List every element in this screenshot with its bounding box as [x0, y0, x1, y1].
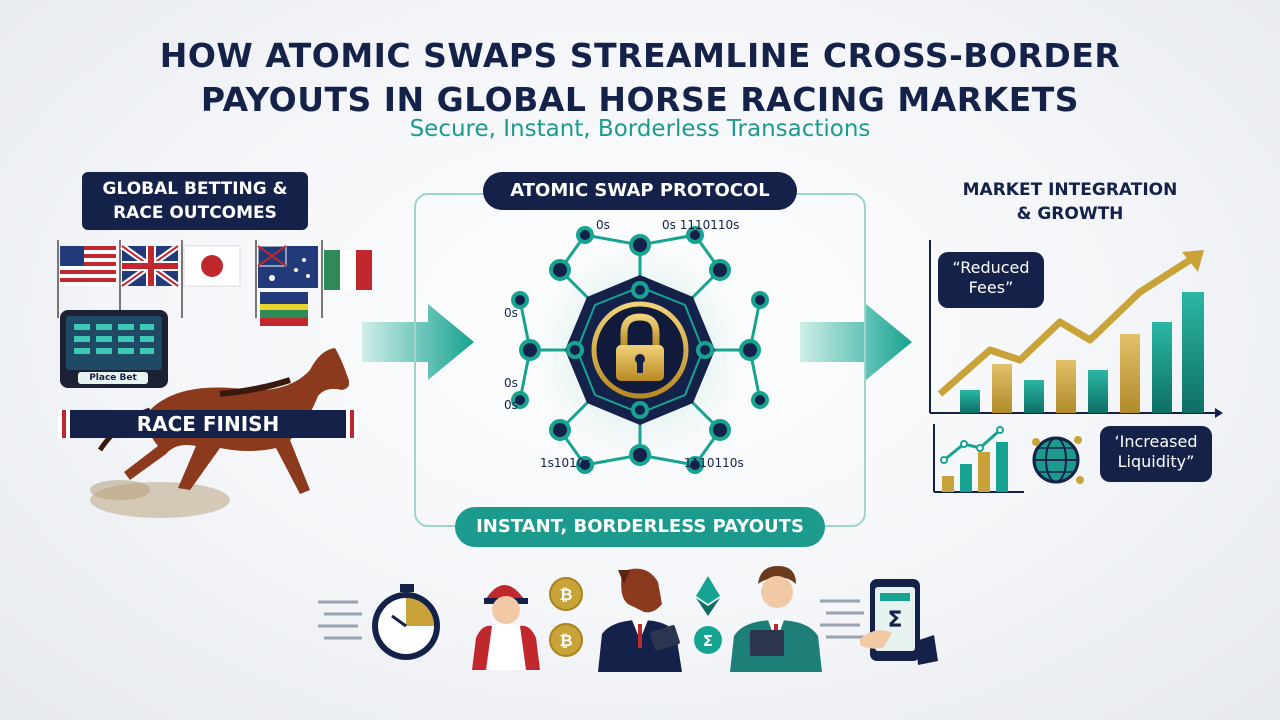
bubble1-line-2: Fees” [968, 278, 1014, 297]
payouts-footer-pill: INSTANT, BORDERLESS PAYOUTS [455, 507, 825, 547]
svg-text:Σ: Σ [703, 632, 713, 650]
svg-text:Σ: Σ [887, 608, 902, 633]
left-section-title: GLOBAL BETTING & RACE OUTCOMES [82, 172, 308, 230]
market-section-title: MARKET INTEGRATION & GROWTH [930, 178, 1210, 226]
stopwatch-icon [318, 584, 440, 660]
binary-label-6: 0s [504, 376, 518, 390]
bubble2-line-1: ‘Increased [1114, 432, 1198, 451]
bitcoin-icon: ₿ ₿ [549, 577, 583, 657]
australia-flag [255, 240, 318, 318]
horse-businessman-icon [598, 568, 682, 672]
japan-flag [181, 240, 241, 318]
title-line-2: PAYOUTS IN GLOBAL HORSE RACING MARKETS [200, 80, 1080, 119]
arrow-center-to-right [800, 304, 912, 380]
increased-liquidity-bubble: ‘Increased Liquidity” [1100, 426, 1212, 482]
flag-6 [260, 292, 308, 326]
growth-chart-small [933, 424, 1024, 493]
italy-flag [321, 240, 372, 318]
reduced-fees-bubble: “Reduced Fees” [938, 252, 1044, 308]
smartphone-payment-icon: Σ [820, 579, 938, 665]
svg-text:₿: ₿ [559, 585, 572, 604]
market-title-line-1: MARKET INTEGRATION [962, 180, 1178, 200]
svg-text:₿: ₿ [559, 631, 572, 650]
protocol-title: ATOMIC SWAP PROTOCOL [483, 172, 797, 210]
arrow-left-to-center [362, 304, 474, 380]
binary-label-1: 0s [596, 218, 610, 232]
padlock-icon [591, 301, 689, 399]
bubble1-line-1: “Reduced [952, 258, 1030, 277]
title-line-1: HOW ATOMIC SWAPS STREAMLINE CROSS-BORDER [159, 36, 1121, 75]
binary-label-2: 0s 1110110s [662, 218, 740, 232]
left-title-line-1: GLOBAL BETTING & [102, 179, 288, 199]
place-bet-button[interactable]: Place Bet [89, 373, 137, 383]
growth-chart-main [929, 240, 1223, 418]
market-title-line-2: & GROWTH [1016, 204, 1124, 224]
left-title-line-2: RACE OUTCOMES [113, 203, 277, 223]
binary-label-5: 0s [504, 306, 518, 320]
usa-flag [57, 240, 116, 318]
binary-label-4: 1110110s [684, 456, 744, 470]
page-title: HOW ATOMIC SWAPS STREAMLINE CROSS-BORDER… [0, 34, 1280, 122]
globe-icon [1032, 436, 1084, 484]
binary-label-3: 1s1010s [540, 456, 591, 470]
atomic-swap-network [511, 226, 769, 474]
binary-label-7: 0s [504, 398, 518, 412]
betting-tablet [60, 310, 168, 388]
uk-flag [119, 240, 180, 318]
page-subtitle: Secure, Instant, Borderless Transactions [409, 116, 871, 142]
bubble2-line-2: Liquidity” [1117, 452, 1195, 471]
race-finish-label: RACE FINISH [136, 412, 280, 436]
flags-group [57, 240, 372, 326]
race-finish-banner [58, 410, 358, 438]
businessman-icon [730, 566, 822, 672]
ethereum-icon: Σ [694, 576, 722, 654]
jockey-icon [472, 585, 540, 670]
